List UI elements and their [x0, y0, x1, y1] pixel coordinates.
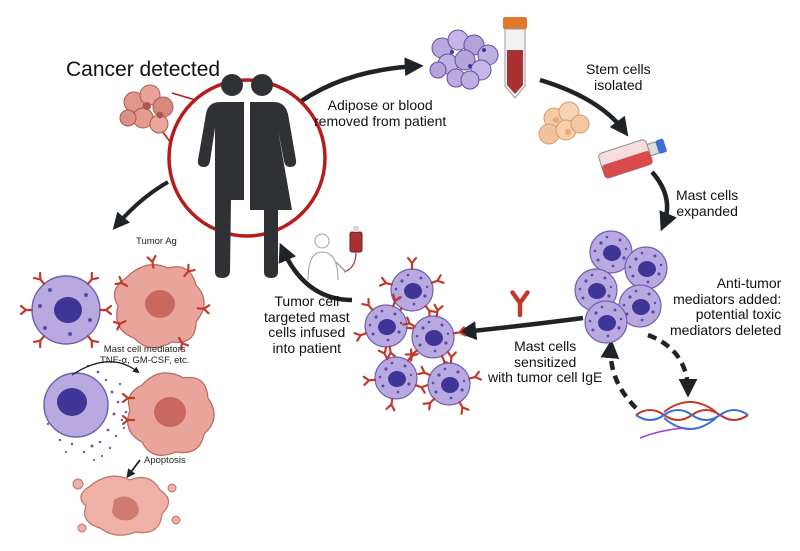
- mast-expanded-label-line-2: expanded: [676, 202, 738, 219]
- iv-patient-icon: [307, 226, 363, 281]
- arrow-to-expanded: [650, 170, 677, 232]
- mast-cell-icon: [364, 304, 408, 348]
- arrow-to-sensitized: [457, 315, 584, 341]
- stem-cells-label-line-1: Stem cells: [586, 61, 651, 77]
- expanded-mast-cells: [574, 230, 668, 344]
- anti-tumor-label-line-2: mediators added:: [673, 290, 782, 307]
- apoptotic-cell-icon: [72, 475, 181, 536]
- infused-label-line-1: Tumor cell: [274, 293, 340, 309]
- infused-label-line-2: targeted mast: [264, 308, 350, 325]
- mast-expanded-label: Mast cells expanded: [676, 187, 739, 219]
- arrow-to-adipose: [290, 57, 424, 110]
- anti-tumor-label-line-4: mediators deleted: [670, 322, 782, 339]
- mast-cell-icon: [390, 268, 434, 312]
- apoptosis-label: Apoptosis: [144, 455, 186, 466]
- large-mast-cell-icon: [19, 271, 113, 349]
- sensitized-label-line-3: with tumor cell IgE: [488, 369, 603, 386]
- infused-label-line-4: into patient: [272, 340, 342, 357]
- tumor-ag-label: Tumor Ag: [136, 236, 177, 247]
- antibody-icon: [510, 290, 530, 318]
- cancer-detected-label: Cancer detected: [66, 58, 221, 81]
- person-icon: [167, 74, 327, 278]
- adipose-label-line-1: Adipose or blood: [327, 97, 433, 113]
- arrow-to-stem: [539, 77, 629, 137]
- arrow-to-patient: [278, 242, 353, 303]
- adipose-tissue-icon: [429, 29, 499, 90]
- stem-cells-label: Stem cells isolated: [586, 61, 651, 93]
- mast-cell-icon: [584, 300, 628, 344]
- mast-cell-icon: [624, 246, 668, 290]
- left-panel: [19, 254, 215, 536]
- culture-flask-icon: [598, 138, 667, 179]
- mast-cell-icon: [374, 356, 418, 400]
- tumor-cell-icon: [112, 254, 211, 351]
- sensitized-mast-cells: [353, 256, 483, 415]
- anti-tumor-label: Anti-tumor mediators added: potential to…: [670, 275, 782, 339]
- sensitized-label-line-1: Mast cells: [514, 338, 577, 354]
- degranulating-mast-cell-icon: [43, 361, 140, 462]
- blood-tube-icon: [503, 17, 527, 99]
- adipose-label: Adipose or blood removed from patient: [314, 97, 447, 129]
- mast-expanded-label-line-1: Mast cells: [676, 187, 739, 203]
- infused-label: Tumor cell targeted mast cells infused i…: [264, 293, 350, 357]
- arrow-to-tumor-panel: [112, 180, 169, 230]
- sensitized-label: Mast cells sensitized with tumor cell Ig…: [488, 338, 603, 386]
- mediators-label-line-1: Mast cell mediators: [103, 344, 186, 355]
- mediators-label: Mast cell mediators TNF-α, GM-CSF, etc.: [100, 344, 190, 366]
- anti-tumor-label-line-1: Anti-tumor: [716, 275, 782, 291]
- tumor-cluster-icon: [119, 84, 223, 191]
- anti-tumor-label-line-3: potential toxic: [695, 306, 782, 323]
- mediators-label-line-2: TNF-α, GM-CSF, etc.: [100, 354, 190, 366]
- arrow-cells-to-dna: [647, 332, 698, 398]
- dna-strand-icon: [635, 401, 749, 439]
- arrow-dna-to-cells: [600, 339, 638, 410]
- sensitized-label-line-2: sensitized: [514, 353, 577, 370]
- stem-cells-icon: [538, 101, 590, 145]
- infused-label-line-3: cells infused: [268, 324, 346, 341]
- adipose-label-line-2: removed from patient: [314, 112, 447, 129]
- apoptosis-arrow: [126, 459, 141, 479]
- target-tumor-cell-icon: [121, 372, 215, 456]
- stem-cells-label-line-2: isolated: [594, 76, 643, 93]
